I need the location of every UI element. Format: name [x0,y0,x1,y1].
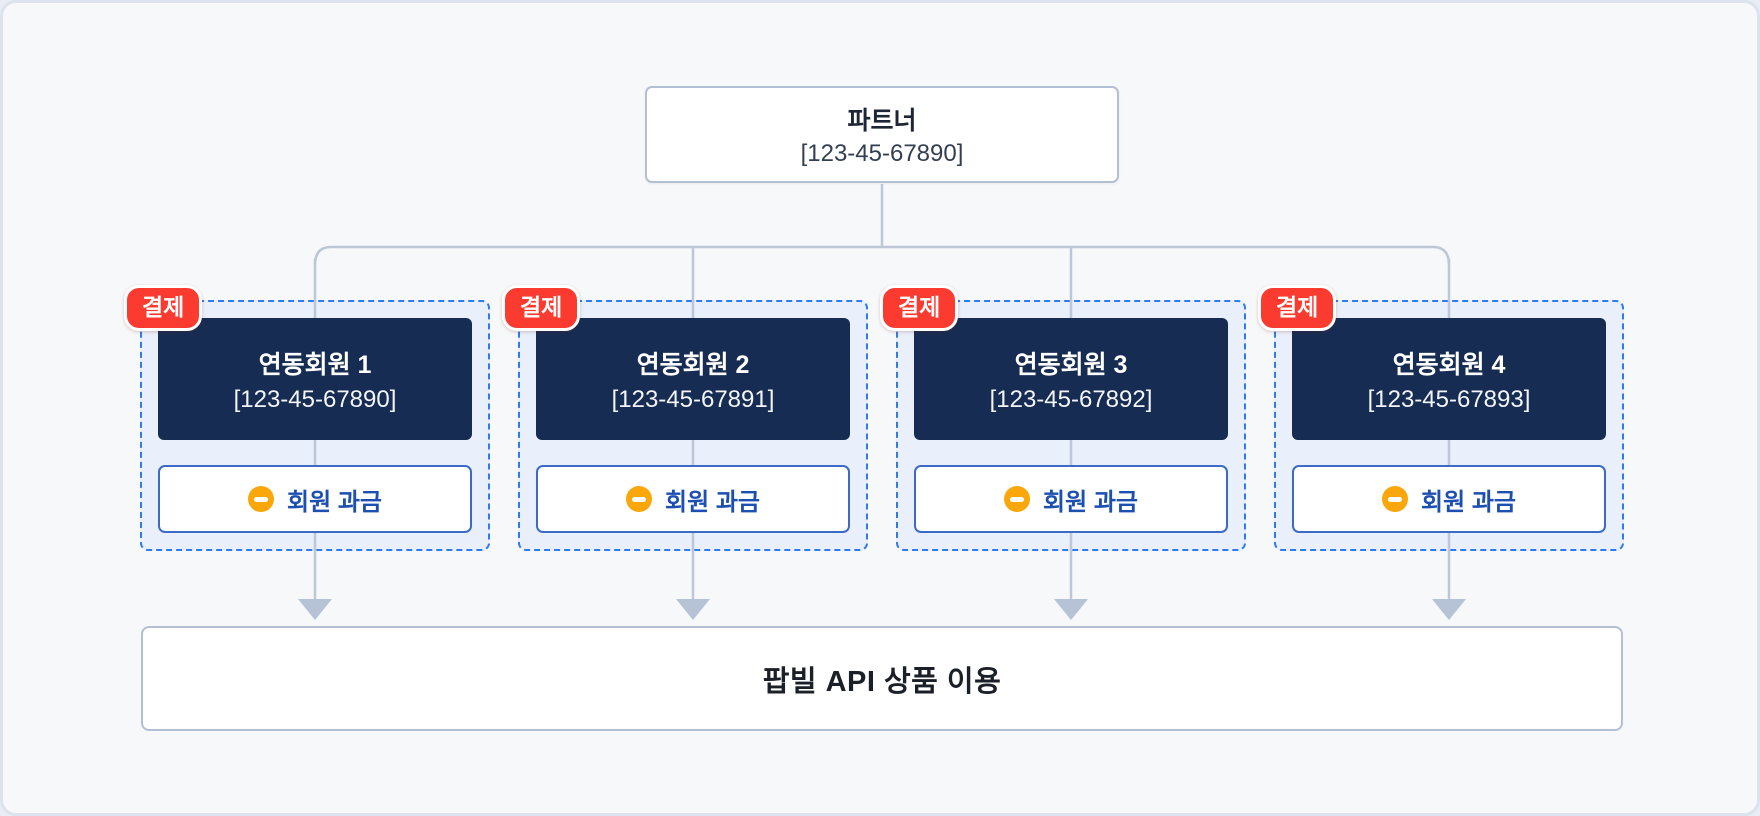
member-billing-label: 회원 과금 [665,488,760,516]
member-name: 연동회원 4 [1392,350,1506,379]
arrow-down-icon [1432,599,1466,620]
member-billing-button[interactable]: 회원 과금 [158,465,472,533]
member-billing-button[interactable]: 회원 과금 [1292,465,1606,533]
arrowhead-icons [298,599,1466,620]
payment-badge: 결제 [880,285,959,331]
member-name: 연동회원 3 [1014,350,1128,379]
popbill-api-usage-label: 팝빌 API 상품 이용 [762,665,1002,698]
partner-box: 파트너 [123-45-67890] [645,86,1119,183]
minus-circle-icon [1382,486,1408,512]
distributor-line [313,245,1451,266]
member-billing-label: 회원 과금 [1421,488,1516,516]
member-name-box: 연동회원 2 [123-45-67891] [536,318,850,440]
member-name-box: 연동회원 3 [123-45-67892] [914,318,1228,440]
member-code: [123-45-67893] [1367,385,1531,413]
popbill-api-usage-box: 팝빌 API 상품 이용 [141,626,1623,731]
member-card-2: 결제 연동회원 2 [123-45-67891] 회원 과금 [502,285,868,551]
minus-circle-icon [626,486,652,512]
payment-badge: 결제 [124,285,203,331]
payment-badge: 결제 [1258,285,1337,331]
member-billing-label: 회원 과금 [1043,488,1138,516]
minus-circle-icon [248,486,274,512]
member-billing-label: 회원 과금 [287,488,382,516]
member-name-box: 연동회원 4 [123-45-67893] [1292,318,1606,440]
member-code: [123-45-67892] [989,385,1153,413]
arrow-down-icon [1054,599,1088,620]
member-name-box: 연동회원 1 [123-45-67890] [158,318,472,440]
member-code: [123-45-67891] [611,385,775,413]
member-card-1: 결제 연동회원 1 [123-45-67890] 회원 과금 [124,285,490,551]
member-code: [123-45-67890] [233,385,397,413]
partner-code: [123-45-67890] [800,140,964,167]
arrow-down-icon [676,599,710,620]
minus-circle-icon [1004,486,1030,512]
payment-badge: 결제 [502,285,581,331]
member-card-4: 결제 연동회원 4 [123-45-67893] 회원 과금 [1258,285,1624,551]
member-card-3: 결제 연동회원 3 [123-45-67892] 회원 과금 [880,285,1246,551]
partner-title: 파트너 [847,107,917,135]
member-billing-button[interactable]: 회원 과금 [914,465,1228,533]
arrow-down-icon [298,599,332,620]
member-name: 연동회원 2 [636,350,750,379]
member-name: 연동회원 1 [258,350,372,379]
member-billing-button[interactable]: 회원 과금 [536,465,850,533]
